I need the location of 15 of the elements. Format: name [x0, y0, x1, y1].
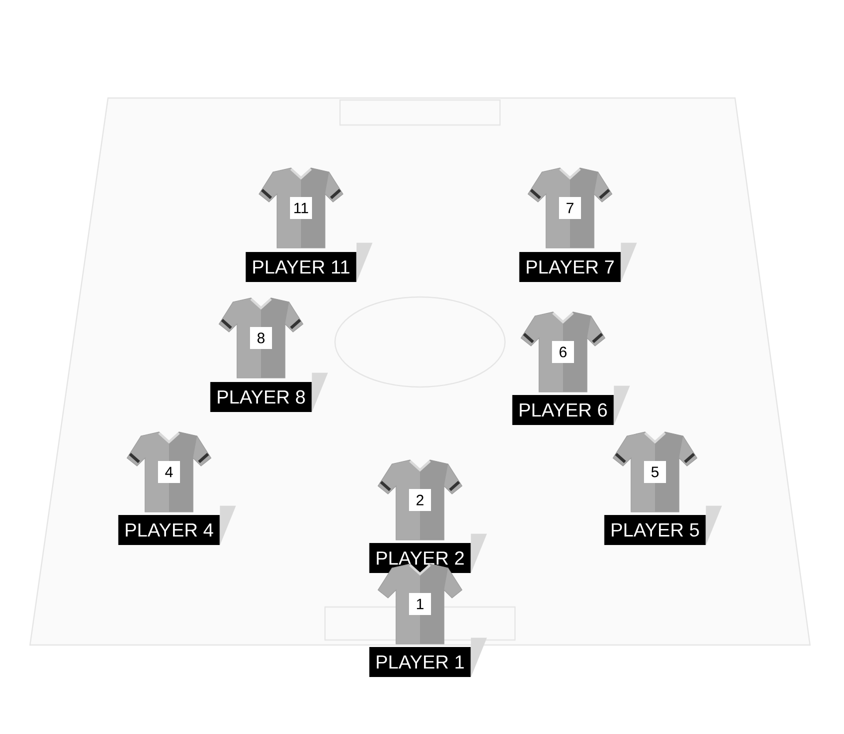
name-tag: PLAYER 4 — [118, 506, 236, 546]
jersey: 2 — [378, 460, 462, 540]
jersey: 7 — [528, 168, 612, 248]
name-tag: PLAYER 8 — [210, 372, 328, 412]
jersey: 1 — [378, 564, 462, 644]
jersey: 4 — [126, 432, 212, 512]
name-tag: PLAYER 1 — [369, 638, 487, 678]
jersey: 8 — [218, 298, 304, 378]
jersey: 11 — [258, 168, 344, 248]
name-tag: PLAYER 6 — [512, 386, 630, 426]
jersey: 6 — [520, 312, 606, 392]
name-tag: PLAYER 7 — [519, 242, 637, 282]
name-tag: PLAYER 5 — [604, 506, 722, 546]
name-tag: PLAYER 11 — [246, 242, 372, 282]
jersey: 5 — [612, 432, 698, 512]
